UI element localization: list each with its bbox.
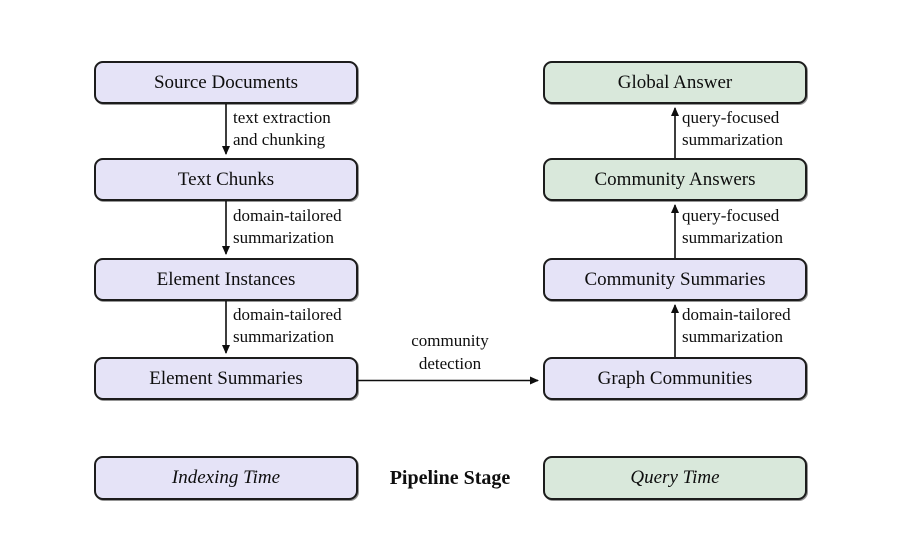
legend-label: Indexing Time [171,467,281,488]
box-source-documents: Source Documents [94,61,358,104]
edge-label-line: text extraction [233,108,331,127]
edge-label-domain-tailored-3: domain-tailored summarization [682,304,791,348]
legend-query-time: Query Time [543,456,807,500]
box-graph-communities: Graph Communities [543,357,807,400]
legend-indexing-time: Indexing Time [94,456,358,500]
edge-label-line: summarization [682,228,784,247]
box-label: Element Instances [156,268,296,290]
box-label: Community Summaries [584,268,766,290]
edge-label-line: domain-tailored [682,305,791,324]
box-global-answer: Global Answer [543,61,807,104]
box-label: Graph Communities [597,367,753,389]
box-element-summaries: Element Summaries [94,357,358,400]
box-label: Text Chunks [177,168,275,190]
box-element-instances: Element Instances [94,258,358,301]
legend-label: Pipeline Stage [389,466,511,489]
edge-label-line: and chunking [233,130,326,149]
edge-label-line: query-focused [682,108,780,127]
box-label: Community Answers [594,168,756,190]
box-community-answers: Community Answers [543,158,807,201]
box-label: Source Documents [153,71,299,93]
edge-label-line: community [411,331,489,350]
edge-label-line: query-focused [682,206,780,225]
box-community-summaries: Community Summaries [543,258,807,301]
legend-pipeline-stage: Pipeline Stage [357,456,543,500]
edge-label-line: domain-tailored [233,206,342,225]
edge-label-line: summarization [233,228,335,247]
edge-label-community-detection: community detection [365,329,535,375]
edge-label-line: detection [418,354,482,373]
edge-label-text-extraction: text extraction and chunking [233,107,331,151]
edge-label-domain-tailored-2: domain-tailored summarization [233,304,342,348]
edge-label-query-focused-2: query-focused summarization [682,205,783,249]
legend-label: Query Time [630,467,720,488]
edge-label-line: summarization [682,130,784,149]
edge-label-query-focused-1: query-focused summarization [682,107,783,151]
box-text-chunks: Text Chunks [94,158,358,201]
edge-label-line: domain-tailored [233,305,342,324]
edge-label-line: summarization [233,327,335,346]
box-label: Global Answer [617,71,733,93]
box-label: Element Summaries [149,367,303,389]
edge-label-line: summarization [682,327,784,346]
edge-label-domain-tailored-1: domain-tailored summarization [233,205,342,249]
